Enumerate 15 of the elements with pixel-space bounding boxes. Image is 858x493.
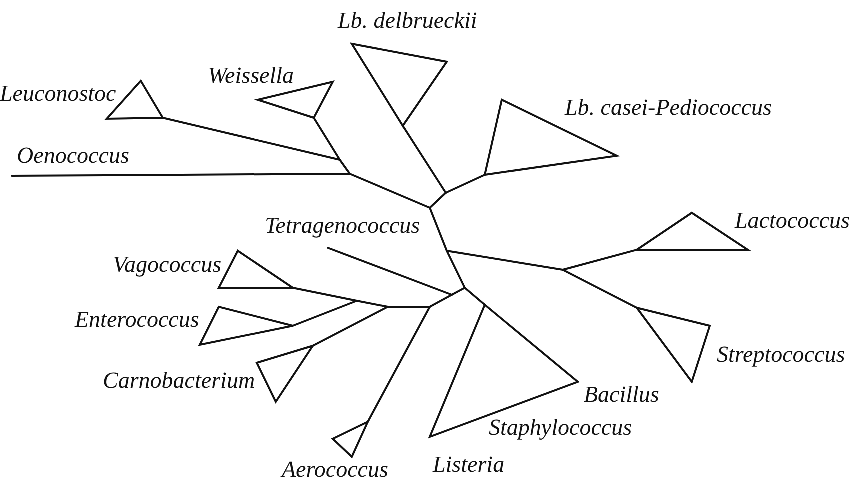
taxon-label: Carnobacterium <box>103 369 256 392</box>
taxon-label: Lb. casei-Pediococcus <box>565 96 772 119</box>
taxon-label: Vagococcus <box>113 253 222 276</box>
taxon-label: Leuconostoc <box>0 82 116 105</box>
taxon-label: Aerococcus <box>282 458 388 481</box>
taxon-label: Bacillus <box>584 383 660 406</box>
taxon-label: Oenococcus <box>17 144 130 167</box>
taxon-label: Streptococcus <box>717 343 846 366</box>
taxon-label: Tetragenococcus <box>265 214 420 237</box>
taxon-label: Lactococcus <box>735 209 850 232</box>
taxon-label: Lb. delbrueckii <box>338 9 478 32</box>
taxon-label: Enterococcus <box>75 308 200 331</box>
taxon-label: Listeria <box>433 453 505 476</box>
taxon-label: Staphylococcus <box>489 416 632 439</box>
taxon-label: Weissella <box>208 64 294 87</box>
